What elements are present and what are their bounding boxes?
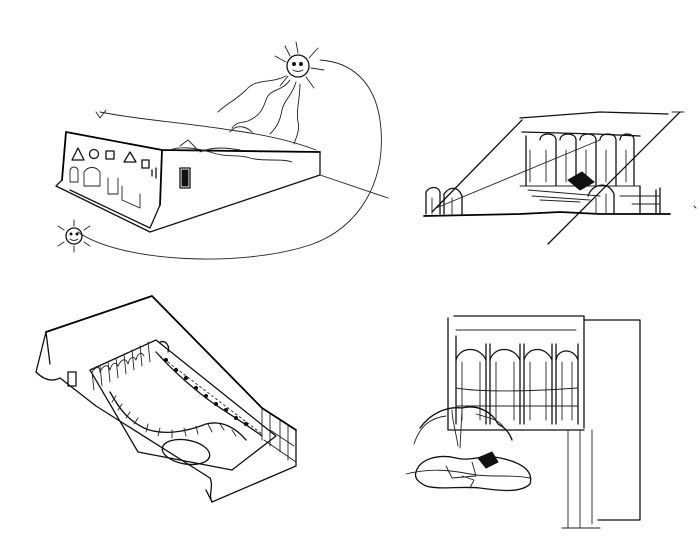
sun-ray <box>217 75 287 113</box>
arcade-arches <box>519 133 641 187</box>
sun-ray <box>293 83 301 145</box>
facade-door <box>181 169 189 187</box>
courtyard-pool <box>161 438 211 466</box>
sun-ray <box>269 81 297 135</box>
sketch-arcade-elevation <box>405 315 641 529</box>
facade-triangle <box>71 147 85 161</box>
sun-path-arc <box>77 59 382 260</box>
sun-icon <box>274 41 325 89</box>
tree <box>419 406 513 441</box>
elevation-arches <box>455 335 579 425</box>
stair-mass <box>567 171 595 191</box>
bench <box>477 451 499 469</box>
sketch-exterior-perspective <box>55 41 389 260</box>
small-sun-icon <box>57 219 91 253</box>
side-window <box>67 371 77 387</box>
sketch-axonometric-cutaway <box>35 295 297 503</box>
pool-shape <box>414 455 532 492</box>
facade-circle <box>88 148 100 160</box>
building-roof-edge <box>61 131 321 206</box>
block-top-edge <box>45 295 297 431</box>
facade-square <box>105 150 115 160</box>
sun-ray <box>231 79 291 129</box>
sketch-section-elevation <box>423 111 697 245</box>
ground-line <box>423 211 671 217</box>
curved-stair <box>109 391 247 441</box>
building-base <box>55 151 321 233</box>
